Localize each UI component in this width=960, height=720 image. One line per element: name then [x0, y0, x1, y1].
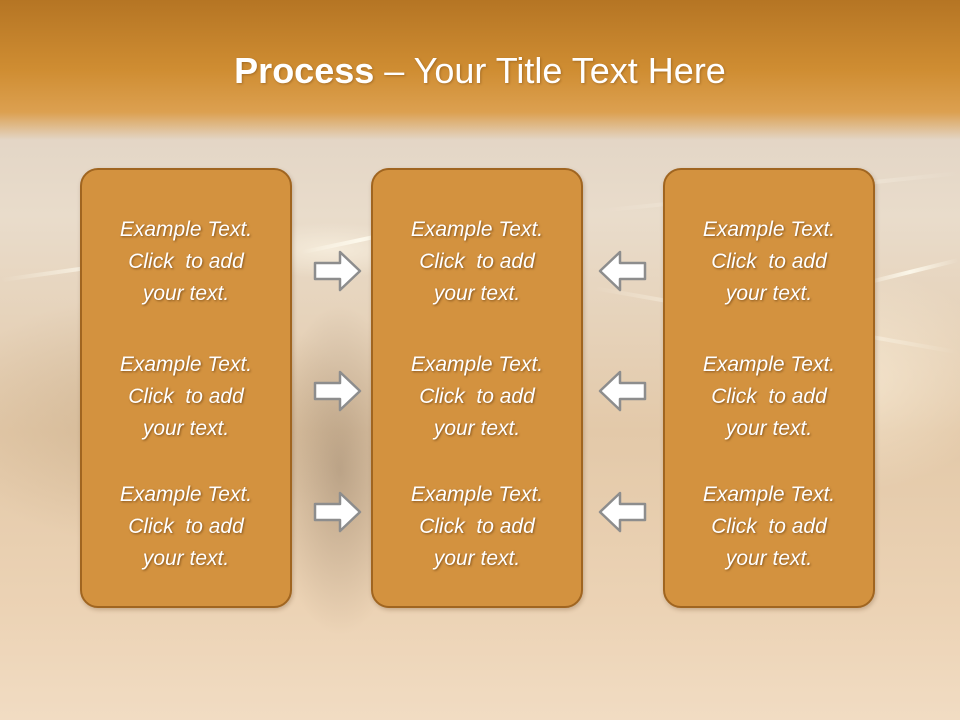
text-line: Example Text. [702, 353, 836, 376]
text-line: your text. [142, 547, 230, 570]
text-line: Example Text. [410, 353, 544, 376]
text-line: Example Text. [119, 353, 253, 376]
process-panel-right[interactable]: Example Text. Click to add your text. Ex… [663, 168, 875, 608]
title-rest: – Your Title Text Here [374, 50, 726, 91]
text-line: your text. [725, 547, 813, 570]
right-arrow-icon [313, 491, 362, 533]
text-line: Example Text. [119, 483, 253, 506]
text-line: Click to add [128, 385, 244, 408]
text-line: your text. [142, 417, 230, 440]
title-bar [0, 0, 960, 140]
text-line: your text. [725, 282, 813, 305]
text-line: Click to add [419, 385, 535, 408]
text-line: your text. [142, 282, 230, 305]
text-block[interactable]: Example Text. Click to add your text. [373, 479, 581, 575]
right-arrow-icon [313, 370, 362, 412]
text-block[interactable]: Example Text. Click to add your text. [82, 349, 290, 445]
text-block[interactable]: Example Text. Click to add your text. [665, 214, 873, 310]
text-line: your text. [433, 282, 521, 305]
title-bold: Process [234, 50, 375, 91]
text-line: your text. [433, 417, 521, 440]
text-line: your text. [433, 547, 521, 570]
process-panel-middle[interactable]: Example Text. Click to add your text. Ex… [371, 168, 583, 608]
right-arrow-icon [313, 250, 362, 292]
text-line: Example Text. [410, 218, 544, 241]
process-panel-left[interactable]: Example Text. Click to add your text. Ex… [80, 168, 292, 608]
text-block[interactable]: Example Text. Click to add your text. [665, 479, 873, 575]
left-arrow-icon [598, 370, 647, 412]
text-line: Click to add [128, 515, 244, 538]
text-line: your text. [725, 417, 813, 440]
light-streak [861, 257, 959, 287]
text-line: Example Text. [119, 218, 253, 241]
slide-title[interactable]: Process – Your Title Text Here [0, 50, 960, 92]
text-block[interactable]: Example Text. Click to add your text. [82, 214, 290, 310]
left-arrow-icon [598, 250, 647, 292]
text-line: Click to add [711, 515, 827, 538]
text-line: Example Text. [702, 483, 836, 506]
text-block[interactable]: Example Text. Click to add your text. [373, 214, 581, 310]
text-line: Click to add [128, 250, 244, 273]
text-line: Click to add [711, 385, 827, 408]
text-line: Example Text. [702, 218, 836, 241]
text-line: Click to add [419, 515, 535, 538]
left-arrow-icon [598, 491, 647, 533]
text-line: Example Text. [410, 483, 544, 506]
text-block[interactable]: Example Text. Click to add your text. [373, 349, 581, 445]
text-block[interactable]: Example Text. Click to add your text. [665, 349, 873, 445]
text-line: Click to add [419, 250, 535, 273]
text-block[interactable]: Example Text. Click to add your text. [82, 479, 290, 575]
text-line: Click to add [711, 250, 827, 273]
